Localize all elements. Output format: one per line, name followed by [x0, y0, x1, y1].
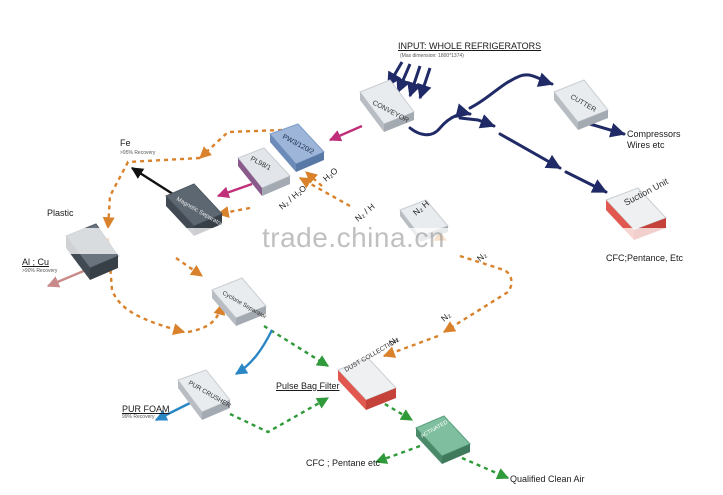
pur-foam-label: PUR FOAM: [122, 404, 170, 414]
plastic-label: Plastic: [47, 208, 74, 218]
pl-box: [237, 147, 291, 196]
n2h-label-a: N₂ / H: [353, 201, 377, 223]
clean-air-label: Qualified Clean Air: [510, 474, 585, 484]
cfc-pentane-top-label: CFC;Pentance, Etc: [606, 253, 684, 263]
compressors-label: Compressors: [627, 129, 681, 139]
watermark: trade.china.cn: [262, 222, 445, 253]
fe-output-arrow: [130, 166, 177, 198]
carbon-filter-box: [415, 415, 471, 464]
input-subtitle: (Max dimension: 1800*1374): [400, 53, 464, 59]
magenta-arrows: [216, 124, 363, 199]
alcu-recovery: >90% Recovery: [22, 268, 58, 274]
green-dashed-flow: [229, 324, 510, 480]
alcu-output-arrow: [46, 268, 87, 288]
cutter-box: [553, 79, 609, 130]
pur-crusher-box: [177, 369, 231, 420]
pw-box: [269, 123, 325, 172]
dust-collection-box: [337, 357, 397, 410]
watermark-band: [40, 228, 680, 254]
pulse-bag-label: Pulse Bag Filter: [276, 381, 340, 391]
h2o-label: H₂O: [321, 165, 340, 183]
n2-label-b: N₂: [439, 310, 453, 324]
pur-recovery: 99% Recovery: [122, 414, 155, 420]
conveyor-box: [359, 79, 415, 132]
orange-dashed-flow: [102, 128, 513, 358]
fe-label: Fe: [120, 138, 131, 148]
cyclone-to-crusher-arrow: [234, 329, 274, 376]
alcu-label: Al ; Cu: [22, 257, 50, 267]
pur-foam-output-arrow: [154, 400, 193, 422]
navy-flow-arrows: [408, 72, 626, 194]
cfc-pentane-bottom-label: CFC ; Pentane etc: [306, 458, 381, 468]
fe-recovery: >95% Recovery: [120, 150, 156, 156]
wires-label: Wires etc: [627, 140, 665, 150]
cyclone-separator-box: [211, 277, 267, 326]
input-title: INPUT: WHOLE REFRIGERATORS: [398, 41, 542, 51]
